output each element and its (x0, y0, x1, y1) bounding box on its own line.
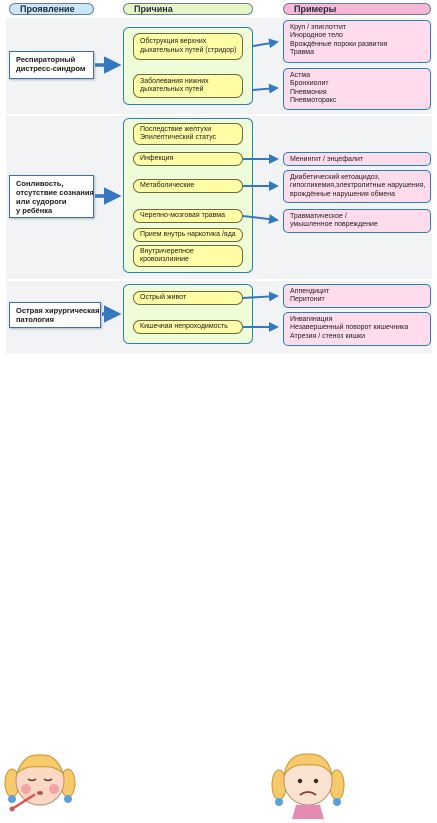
examples-infection: Менингит / энцефалит (283, 152, 431, 166)
manifestation-drowsiness: Сонливость, отсутствие сознания или судо… (9, 175, 94, 218)
example-text: Травма (290, 49, 315, 57)
cause-intracranial-hemorrhage: Внутричерепное кровоизлияние (133, 245, 243, 267)
example-text: гипогликемия,электролитные нарушения, (290, 182, 426, 190)
example-text: Диабетический кетоацидоз, (290, 174, 380, 181)
cause-lower-airway-disease: Заболевания нижних дыхательных путей (133, 74, 243, 98)
example-text: Бронхиолит (290, 80, 329, 88)
cause-text: Внутричерепное (140, 247, 194, 255)
header-examples: Примеры (283, 3, 431, 15)
example-text: Менингит / энцефалит (290, 156, 364, 163)
example-text: Инвагинация (290, 316, 333, 323)
example-text: врождённые нарушения обмена (290, 190, 395, 198)
sick-child-illustration (4, 754, 76, 812)
example-text: Астма (290, 72, 311, 79)
arrow (252, 38, 279, 49)
example-text: Пневмония (290, 88, 327, 96)
header-examples-label: Примеры (294, 4, 337, 14)
cause-intestinal-obstruction: Кишечная непроходимость (133, 320, 243, 334)
examples-lower-airway: Астма Бронхиолит Пневмония Пневмоторакс (283, 68, 431, 110)
cause-text: Метаболические (140, 181, 195, 189)
manifestation-text: Сонливость, (16, 179, 64, 188)
example-text: умышленное повреждение (290, 221, 378, 229)
manifestation-text: дистресс-синдром (16, 64, 86, 73)
example-text: Пневмоторакс (290, 97, 337, 105)
cause-head-trauma: Черепно-мозговая травма (133, 209, 243, 223)
header-cause-label: Причина (134, 4, 173, 14)
manifestation-acute-surgical: Острая хирургическая патология (9, 302, 101, 328)
example-text: Круп / эпиглоттит (290, 24, 347, 31)
arrow (242, 214, 279, 225)
examples-trauma: Травматическое / умышленное повреждение (283, 209, 431, 233)
manifestation-text: или судороги (16, 197, 67, 206)
arrow (242, 291, 279, 302)
example-text: Аппендицит (290, 288, 330, 295)
cause-jaundice-epilepsy: Последствие желтухи Эпилептический стату… (133, 123, 243, 145)
cause-text: Кишечная непроходимость (140, 322, 228, 330)
cause-text: Острый живот (140, 293, 187, 301)
cause-text: Инфекция (140, 154, 174, 162)
cause-text: Эпилептический статус (140, 134, 217, 141)
manifestation-text: отсутствие сознания (16, 188, 94, 197)
cause-metabolic: Метаболические (133, 179, 243, 193)
examples-intestinal-obstruction: Инвагинация Незавершенный поворот кишечн… (283, 312, 431, 346)
examples-acute-abdomen: Аппендицит Перитонит (283, 284, 431, 308)
sad-child-illustration (271, 753, 345, 819)
example-text: Инородное тело (290, 32, 343, 40)
examples-upper-airway: Круп / эпиглоттит Инородное тело Врождён… (283, 20, 431, 63)
header-manifestation: Проявление (9, 3, 94, 15)
example-text: Перитонит (290, 296, 325, 304)
example-text: Незавершенный поворот кишечника (290, 324, 409, 332)
header-cause: Причина (123, 3, 253, 15)
examples-metabolic: Диабетический кетоацидоз, гипогликемия,э… (283, 170, 431, 203)
example-text: Травматическое / (290, 213, 347, 220)
cause-text: Последствие желтухи (140, 125, 212, 133)
cause-text: Заболевания нижних (140, 77, 209, 85)
manifestation-respiratory-distress: Респираторный дистресс-синдром (9, 51, 94, 79)
cause-text: Прием внутрь наркотика /яда (140, 230, 236, 238)
cause-text: дыхательных путей (140, 86, 204, 93)
example-text: Врождённые пороки развития (290, 40, 388, 48)
example-text: Атрезия / стеноз кишки (290, 332, 366, 340)
manifestation-text: патология (16, 315, 55, 324)
cause-text: Черепно-мозговая травма (140, 211, 225, 219)
manifestation-text: Острая хирургическая (16, 306, 100, 315)
manifestation-text: у ребёнка (16, 206, 53, 215)
cause-text: кровоизлияние (140, 256, 189, 263)
cause-upper-airway-obstruction: Обструкция верхних дыхательных путей (ст… (133, 33, 243, 60)
cause-text: Обструкция верхних (140, 38, 207, 45)
manifestation-text: Респираторный (16, 55, 76, 64)
cause-infection: Инфекция (133, 152, 243, 166)
header-manifestation-label: Проявление (20, 4, 75, 14)
cause-text: дыхательных путей (стридор) (140, 46, 237, 54)
cause-acute-abdomen: Острый живот (133, 291, 243, 305)
arrow (252, 83, 279, 94)
cause-drug-poison-ingestion: Прием внутрь наркотика /яда (133, 228, 243, 242)
